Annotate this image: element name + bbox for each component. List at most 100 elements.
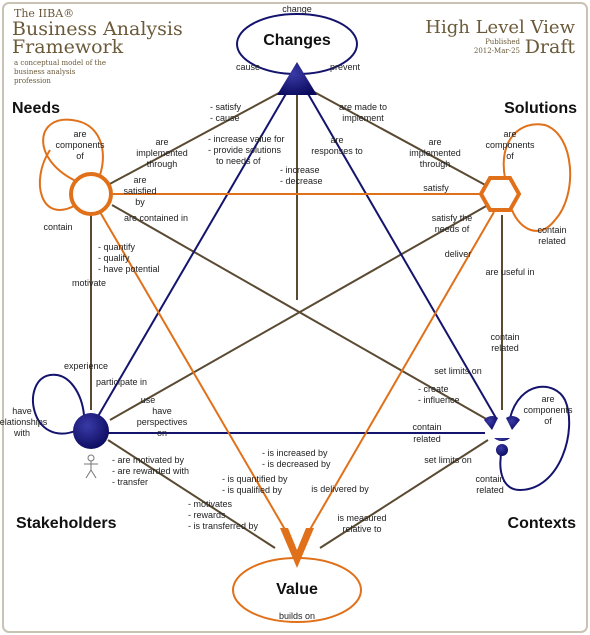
edge-label-sol-impl-1: are — [428, 137, 441, 147]
edge-label-needs-impl-2: implemented — [136, 148, 188, 158]
edge-label-increase-1: - increase — [280, 165, 320, 175]
loop-label-contexts-2: components — [523, 405, 573, 415]
edge-label-use: use — [141, 395, 156, 405]
edge-label-made-to-1: are made to — [339, 102, 387, 112]
edge-label-decrease-2: - decrease — [280, 176, 323, 186]
node-stakeholders: Stakeholders — [16, 515, 117, 532]
subtitle-line1: a conceptual model of the — [14, 59, 106, 67]
edge-label-motivated-1: - are motivated by — [112, 455, 185, 465]
loop-label-needs-2: components — [55, 140, 105, 150]
edge-changes-solutions — [304, 86, 501, 194]
loop-label-needs-3: of — [76, 151, 84, 161]
edge-label-create-1: - create — [418, 384, 449, 394]
edge-label-responses-2: responses to — [311, 146, 363, 156]
loop-label-contexts-3: of — [544, 416, 552, 426]
loop-label-solutions-3: of — [506, 151, 514, 161]
edge-label-satisfy: satisfy — [423, 183, 449, 193]
edge-label-measured-2: relative to — [342, 524, 381, 534]
loop-label-stakeholders-2: relationships — [0, 417, 48, 427]
edge-label-needs-impl-3: through — [147, 159, 178, 169]
loop-stakeholders — [32, 373, 85, 435]
stakeholders-circle-icon — [73, 413, 109, 449]
changes-triangle-icon — [277, 62, 317, 95]
subtitle-line2: business analysis — [14, 68, 76, 76]
edge-label-experience: experience — [64, 361, 108, 371]
edge-label-motivates-3: - is transferred by — [188, 521, 259, 531]
edge-label-quantify-3: - have potential — [98, 264, 160, 274]
edge-label-needs-impl-1: are — [155, 137, 168, 147]
loop-needs-bottom — [38, 149, 77, 211]
edge-label-create-2: - influence — [418, 395, 460, 405]
edge-label-quantify-1: - quantify — [98, 242, 136, 252]
loop-label-contexts-bottom-1: contain — [475, 474, 504, 484]
edge-label-increase-value-1: - increase value for — [208, 134, 285, 144]
view-title: High Level View — [425, 17, 575, 38]
loop-contexts — [499, 385, 571, 492]
edge-label-quantified-1: - is quantified by — [222, 474, 288, 484]
edge-label-satisfied-3: by — [135, 197, 145, 207]
loop-label-needs-bottom: contain — [43, 222, 72, 232]
loop-label-solutions-2: components — [485, 140, 535, 150]
edge-label-perspectives-1: have — [152, 406, 172, 416]
loop-label-needs-1: are — [73, 129, 86, 139]
node-solutions: Solutions — [504, 100, 577, 117]
edge-label-satisfied-2: satisfied — [123, 186, 156, 196]
edge-label-motivates-2: - rewards — [188, 510, 226, 520]
edge-label-satisfy-needs-2: needs of — [435, 224, 470, 234]
edge-label-contain-related-2: related — [491, 343, 519, 353]
edge-label-measured-1: is measured — [337, 513, 386, 523]
edge-label-responses-1: are — [330, 135, 343, 145]
edge-label-set-limits-upper: set limits on — [434, 366, 482, 376]
edge-label-contain-related-h2: related — [413, 434, 441, 444]
edge-label-increase-value-2: - provide solutions — [208, 145, 282, 155]
edge-label-increased-2: - is decreased by — [262, 459, 331, 469]
node-contexts: Contexts — [508, 515, 577, 532]
edge-label-sol-impl-2: implemented — [409, 148, 461, 158]
loop-label-stakeholders-3: with — [13, 428, 30, 438]
edge-changes-contexts — [306, 91, 497, 419]
loop-needs — [42, 118, 104, 183]
title-line1: Business Analysis — [12, 18, 183, 40]
loop-label-contexts-1: are — [541, 394, 554, 404]
edge-label-sol-impl-3: through — [420, 159, 451, 169]
edge-label-quantify-2: - qualify — [98, 253, 130, 263]
edge-label-quantified-2: - is qualified by — [222, 485, 283, 495]
draft-label: Draft — [525, 36, 576, 58]
edge-label-motivated-3: - transfer — [112, 477, 148, 487]
edge-changes-stakeholders — [96, 91, 288, 419]
loop-label-builds-on: builds on — [279, 611, 315, 621]
edge-label-prevent: prevent — [330, 62, 361, 72]
edge-label-perspectives-3: on — [157, 428, 167, 438]
edge-label-contain-related-1: contain — [490, 332, 519, 342]
edge-label-contained-in: are contained in — [124, 213, 188, 223]
edge-stakeholders-value — [107, 439, 276, 549]
edge-label-satisfy-cause-2: - cause — [210, 113, 240, 123]
node-needs: Needs — [12, 100, 60, 117]
edge-label-increase-value-3: to needs of — [216, 156, 261, 166]
value-v-icon — [280, 528, 314, 568]
stakeholder-person-icon — [84, 454, 98, 479]
loop-label-stakeholders-1: have — [12, 406, 32, 416]
brand-label: The IIBA® — [14, 7, 74, 20]
node-changes: Changes — [263, 32, 331, 49]
loop-label-contexts-bottom-2: related — [476, 485, 504, 495]
edge-label-delivered-by: is delivered by — [311, 484, 369, 494]
contexts-puzzle-icon — [484, 416, 520, 456]
status-date: 2012-Mar-25 — [474, 47, 520, 55]
node-value: Value — [276, 581, 318, 598]
edge-label-contain-related-h1: contain — [412, 422, 441, 432]
edge-label-motivate: motivate — [72, 278, 106, 288]
loop-label-solutions-bottom-1: contain — [537, 225, 566, 235]
edge-label-made-to-2: implement — [342, 113, 384, 123]
edge-label-satisfied-1: are — [133, 175, 146, 185]
edge-label-useful-in: are useful in — [485, 267, 534, 277]
edge-label-motivates-1: - motivates — [188, 499, 233, 509]
edge-changes-needs — [92, 86, 291, 194]
edge-label-perspectives-2: perspectives — [137, 417, 188, 427]
edge-label-set-limits-lower: set limits on — [424, 455, 472, 465]
edge-solutions-stakeholders — [109, 204, 489, 421]
loop-label-solutions-bottom-2: related — [538, 236, 566, 246]
needs-circle-icon — [69, 172, 113, 216]
loop-solutions — [502, 123, 572, 232]
